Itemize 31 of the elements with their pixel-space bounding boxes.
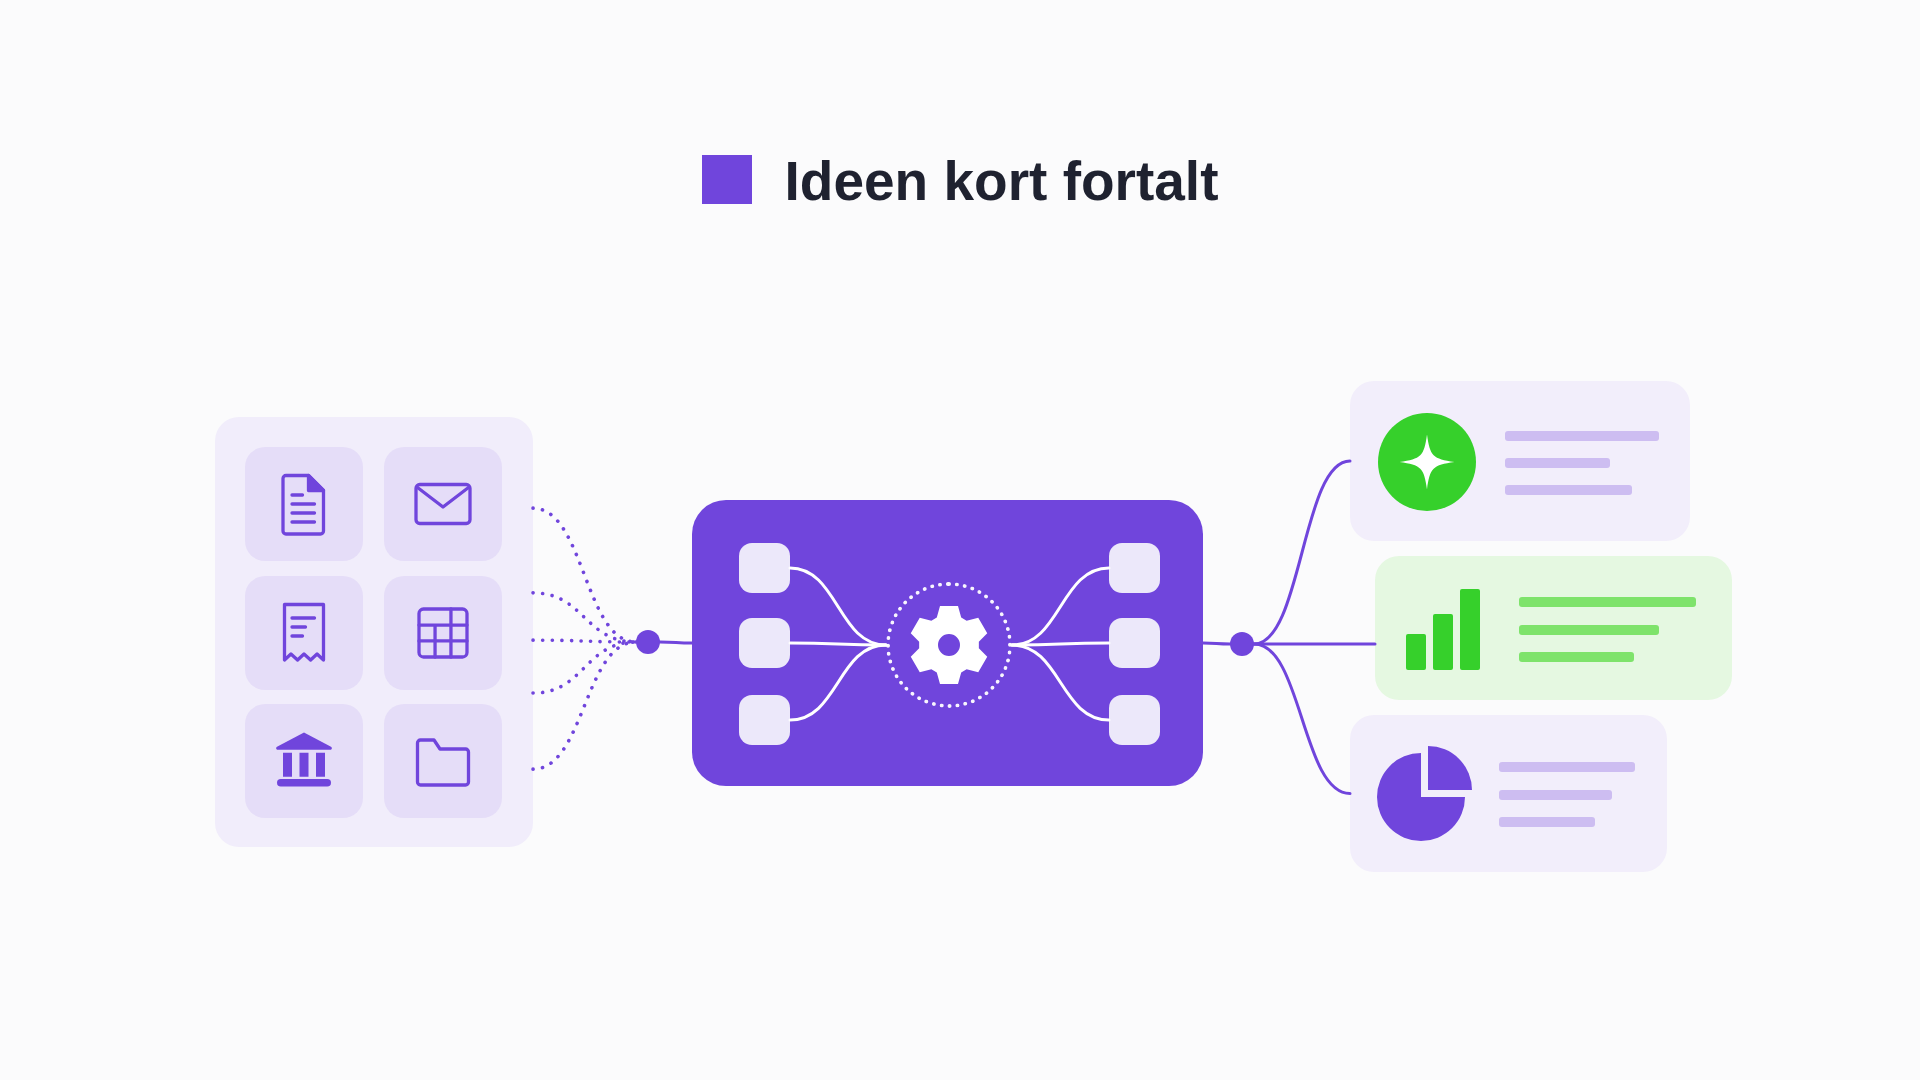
module-block bbox=[1109, 543, 1160, 593]
icon-tile bbox=[245, 704, 363, 818]
output-card bbox=[1375, 556, 1732, 700]
dotted-connector bbox=[531, 640, 638, 771]
icon-tile bbox=[245, 447, 363, 561]
title: Ideen kort fortalt bbox=[784, 154, 1219, 209]
source-panel bbox=[215, 417, 533, 847]
icon-tile bbox=[384, 704, 502, 818]
module-block bbox=[1109, 618, 1160, 668]
module-block bbox=[739, 695, 790, 745]
dotted-connector bbox=[531, 591, 638, 644]
dotted-ring bbox=[886, 582, 1012, 708]
module-block bbox=[739, 618, 790, 668]
module-block bbox=[1109, 695, 1160, 745]
connector bbox=[1252, 459, 1352, 646]
icon-tile bbox=[384, 447, 502, 561]
output-card bbox=[1350, 715, 1667, 872]
icon-tile bbox=[245, 576, 363, 690]
connector bbox=[1010, 643, 1111, 722]
icon-tile bbox=[384, 576, 502, 690]
connector bbox=[788, 643, 888, 722]
connector bbox=[788, 641, 888, 647]
connector bbox=[1201, 641, 1232, 646]
output-card bbox=[1350, 381, 1690, 541]
connector bbox=[1252, 642, 1352, 795]
connector bbox=[1010, 641, 1111, 647]
junction-dot bbox=[636, 630, 660, 654]
module-block bbox=[739, 543, 790, 593]
connector bbox=[658, 640, 694, 645]
process-panel bbox=[692, 500, 1203, 786]
junction-dot bbox=[1230, 632, 1254, 656]
